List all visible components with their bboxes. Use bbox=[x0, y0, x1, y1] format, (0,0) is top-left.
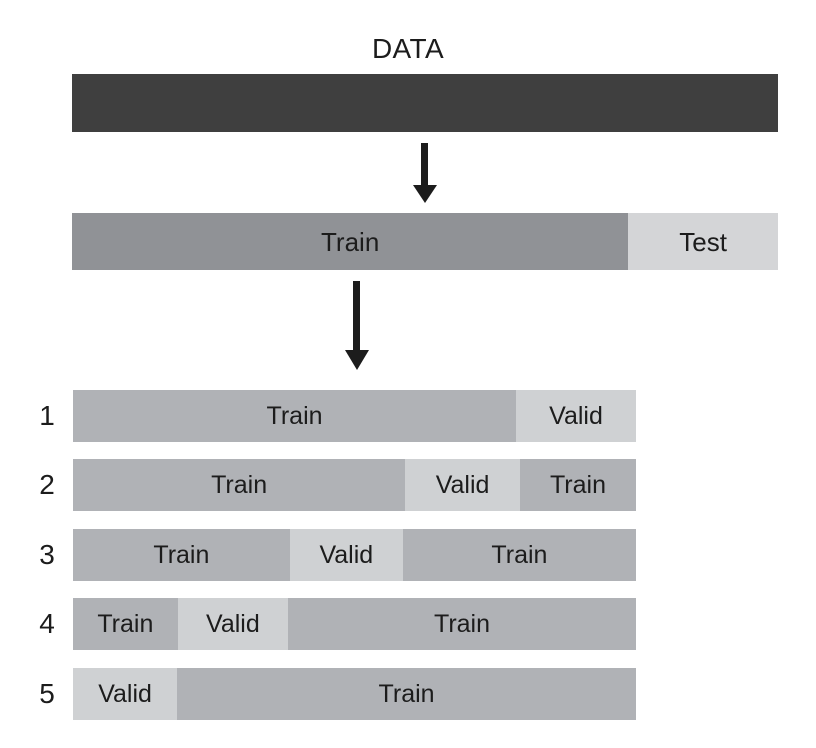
bar-segment-test: Test bbox=[628, 213, 778, 270]
bar-segment-train: Train bbox=[177, 668, 636, 720]
bar-segment-train: Train bbox=[402, 529, 636, 581]
arrow-head bbox=[345, 350, 369, 370]
bar-segment-train: Train bbox=[73, 598, 178, 650]
fold-index-label: 2 bbox=[39, 469, 55, 500]
bar-segment-valid: Valid bbox=[73, 668, 178, 720]
fold-index-label: 3 bbox=[39, 539, 55, 570]
bar-segment-data bbox=[72, 74, 778, 132]
bar-segment-valid: Valid bbox=[516, 390, 636, 442]
bar-segment-train: Train bbox=[73, 459, 406, 511]
bar-segment-valid: Valid bbox=[289, 529, 403, 581]
fold-index-label: 1 bbox=[39, 400, 55, 431]
arrow-shaft bbox=[421, 143, 428, 188]
data-bar bbox=[72, 74, 778, 132]
page-title: DATA bbox=[371, 33, 445, 64]
arrow-head bbox=[413, 185, 437, 203]
bar-segment-valid: Valid bbox=[177, 598, 289, 650]
bar-segment-valid: Valid bbox=[405, 459, 520, 511]
bar-segment-train: Train bbox=[520, 459, 636, 511]
fold-index-label: 4 bbox=[39, 608, 55, 639]
fold-index-label: 5 bbox=[39, 678, 55, 709]
bar-segment-train: Train bbox=[72, 213, 629, 270]
bar-segment-train: Train bbox=[73, 529, 290, 581]
arrow-shaft bbox=[353, 281, 360, 353]
bar-segment-train: Train bbox=[288, 598, 636, 650]
bar-segment-train: Train bbox=[73, 390, 517, 442]
